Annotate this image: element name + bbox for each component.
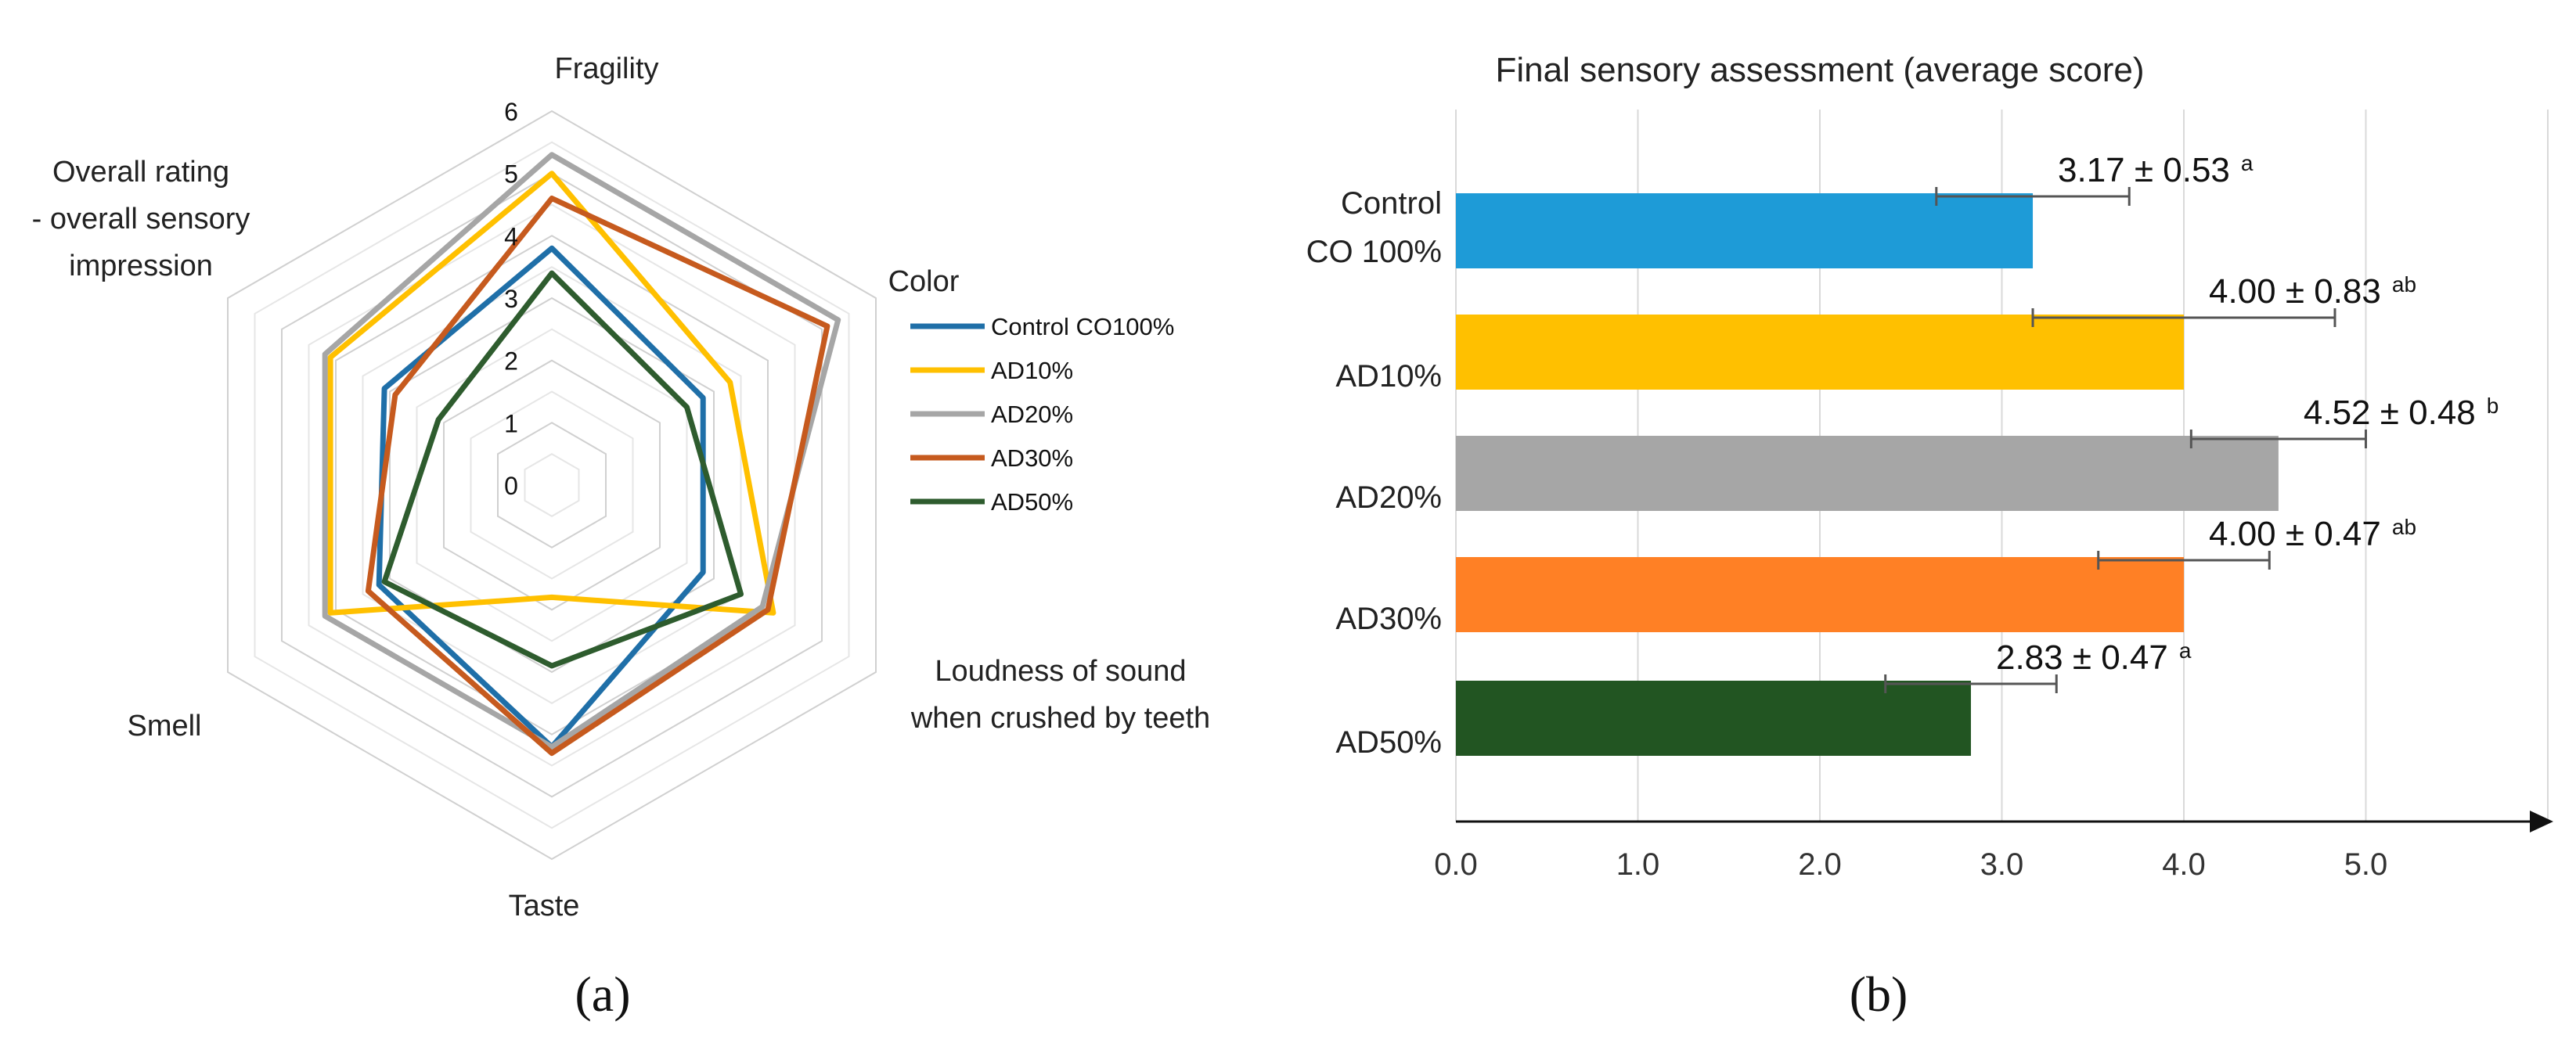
radar-axis-label: when crushed by teeth: [910, 702, 1210, 735]
legend-label: AD50%: [991, 488, 1073, 516]
radar-tick-label: 6: [504, 98, 518, 126]
bar-x-tick-label: 0.0: [1434, 847, 1478, 882]
bar-x-tick-label: 4.0: [2162, 847, 2206, 882]
radar-tick-label: 0: [504, 472, 518, 500]
bar-gridlines: [1455, 110, 2549, 822]
radar-axis-label: impression: [69, 250, 213, 282]
bar-category-label: AD10%: [1335, 359, 1442, 394]
radar-grid-ring: [254, 141, 850, 829]
bar-x-tick-labels: 0.0 1.0 2.0 3.0 4.0 5.0: [1434, 847, 2387, 882]
radar-grid-ring: [335, 235, 769, 735]
bar-category-label: AD20%: [1335, 480, 1442, 515]
radar-grid-ring: [389, 297, 715, 674]
bar-value-superscript: a: [2241, 151, 2254, 175]
radar-axis-label: Loudness of sound: [935, 655, 1186, 688]
radar-series-2: [322, 152, 841, 750]
bar-category-labels: Control CO 100% AD10% AD20% AD30% AD50%: [1306, 186, 1442, 760]
legend-label: AD20%: [991, 401, 1073, 428]
bar-category-label: AD50%: [1335, 725, 1442, 760]
radar-tick-label: 3: [504, 285, 518, 313]
radar-axis-label: Color: [888, 265, 960, 298]
bar-bars: [1456, 193, 2279, 756]
bar: [1456, 557, 2184, 632]
radar-series-4: [381, 270, 744, 669]
radar-tick-label: 2: [504, 347, 518, 376]
legend-label: AD30%: [991, 444, 1073, 472]
radar-axis-label: Smell: [127, 710, 201, 743]
radar-tick-label: 1: [504, 409, 518, 437]
bar-x-tick-label: 1.0: [1616, 847, 1660, 882]
bar-x-tick-label: 3.0: [1980, 847, 2024, 882]
legend-label: AD10%: [991, 357, 1073, 384]
radar-grid-ring: [524, 453, 580, 517]
bar: [1456, 315, 2184, 390]
radar-grid-ring: [308, 203, 796, 767]
radar-tick-label: 4: [504, 222, 518, 250]
bar-chart-title: Final sensory assessment (average score): [1496, 51, 2145, 89]
radar-grid-ring: [281, 172, 823, 798]
bar-value-superscript: ab: [2392, 515, 2416, 539]
radar-axis-label: Fragility: [554, 52, 658, 85]
bar-x-axis-arrow: [2530, 811, 2553, 832]
panel-b-label: (b): [1850, 966, 1908, 1022]
bar-category-label: Control: [1341, 186, 1442, 221]
radar-axis-label: Overall rating: [52, 156, 229, 189]
bar-x-tick-label: 2.0: [1798, 847, 1842, 882]
bar-x-axis: [1456, 811, 2553, 832]
bar-value-superscript: ab: [2392, 272, 2416, 297]
radar-series-1: [327, 171, 776, 616]
radar-series-3: [365, 196, 830, 757]
bar-value-superscript: a: [2179, 638, 2192, 663]
radar-grid: [227, 110, 877, 861]
bar-value-superscript: b: [2487, 394, 2499, 418]
radar-axis-label: Taste: [509, 890, 580, 922]
panel-a-label: (a): [575, 966, 630, 1022]
radar-grid-ring: [362, 266, 742, 704]
bar-x-tick-label: 5.0: [2344, 847, 2388, 882]
bar-category-label: CO 100%: [1306, 235, 1442, 269]
bar-category-label: AD30%: [1335, 602, 1442, 636]
radar-grid-ring: [227, 110, 877, 861]
radar-tick-labels: 0 1 2 3 4 5 6: [504, 98, 518, 500]
radar-legend: Control CO100% AD10% AD20% AD30% AD50%: [910, 313, 1174, 516]
bar: [1456, 193, 2034, 268]
radar-series: [322, 152, 841, 757]
radar-tick-label: 5: [504, 160, 518, 189]
bar: [1456, 681, 1971, 756]
radar-axis-label: - overall sensory: [32, 203, 250, 236]
radar-grid-ring: [443, 359, 661, 611]
bar: [1456, 436, 2279, 511]
radar-grid-ring: [497, 422, 607, 548]
bar-error-bars: [1884, 187, 2367, 693]
radar-grid-ring: [416, 328, 688, 642]
legend-label: Control CO100%: [991, 313, 1174, 340]
radar-grid-ring: [470, 390, 634, 580]
